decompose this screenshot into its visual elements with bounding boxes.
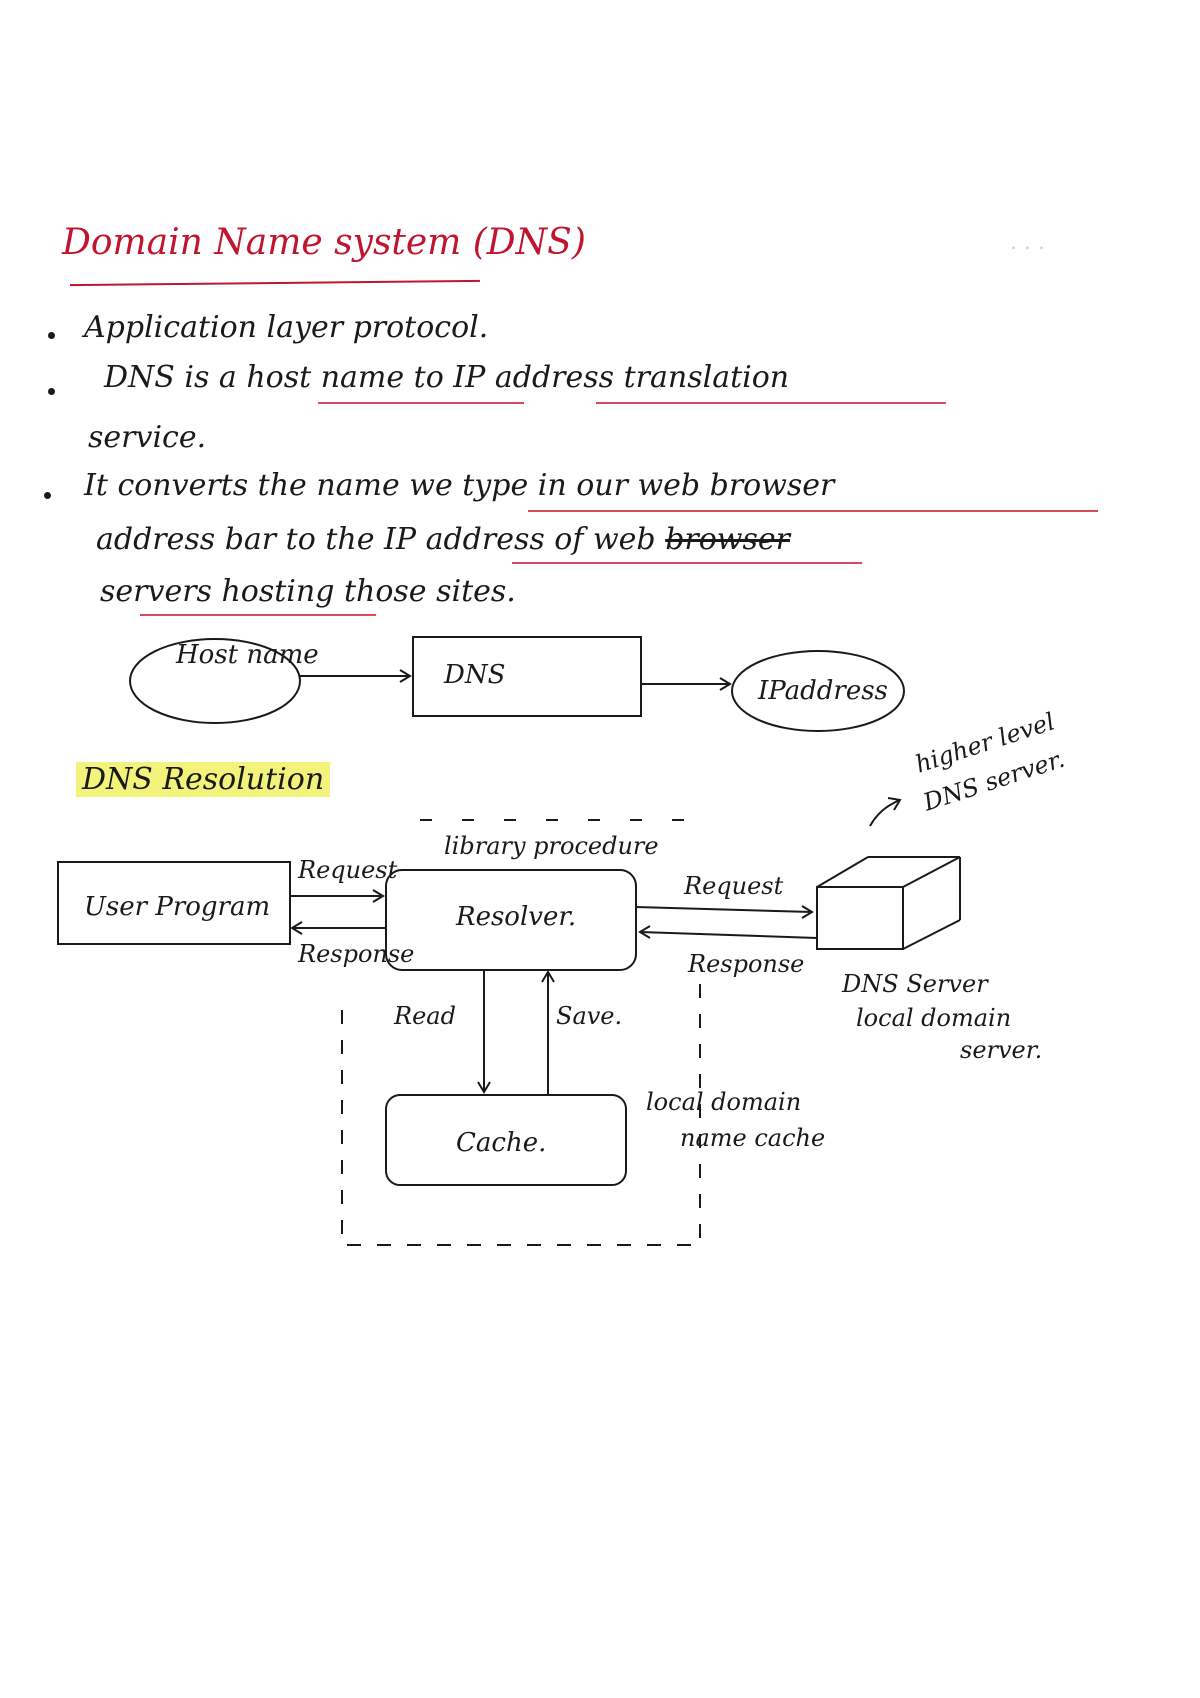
host-name-ellipse bbox=[129, 638, 301, 724]
ip-address-ellipse bbox=[731, 650, 905, 732]
underline-web-browser bbox=[528, 510, 1098, 512]
dns-server-label-2: local domain bbox=[856, 1004, 1012, 1032]
request-label-left: Request bbox=[298, 856, 398, 884]
ip-address-label: IPaddress bbox=[758, 676, 888, 706]
local-cache-label-2: name cache bbox=[680, 1124, 826, 1152]
bullet-2-line-2: service. bbox=[88, 420, 207, 455]
dns-box bbox=[412, 636, 642, 717]
library-procedure-label: library procedure bbox=[444, 832, 659, 860]
bullet-dot bbox=[48, 332, 55, 339]
dns-server-cube bbox=[816, 856, 961, 950]
struck-word: browser bbox=[665, 522, 790, 557]
dns-resolution-highlight: DNS Resolution bbox=[76, 762, 331, 797]
bullet-2-line-1: DNS is a host name to IP address transla… bbox=[104, 360, 790, 395]
resolver-label: Resolver. bbox=[456, 902, 577, 932]
resolver-box bbox=[385, 869, 637, 971]
dns-resolution-heading: DNS Resolution bbox=[76, 762, 331, 797]
response-label-left: Response bbox=[298, 940, 415, 968]
host-name-text: Host name bbox=[176, 640, 319, 670]
host-name-label: Host name bbox=[176, 640, 319, 670]
bleed-through-text: . . . bbox=[1010, 230, 1045, 255]
underline-servers-hosting bbox=[140, 614, 376, 616]
bullet-3-line-2: address bar to the IP address of web bro… bbox=[96, 522, 790, 557]
bullet-3-line-3: servers hosting those sites. bbox=[100, 574, 516, 609]
cache-label: Cache. bbox=[456, 1128, 547, 1158]
local-cache-label-1: local domain bbox=[646, 1088, 802, 1116]
bullet-dot bbox=[48, 388, 55, 395]
bullet-1-text: Application layer protocol. bbox=[84, 310, 489, 345]
response-label-right: Response bbox=[688, 950, 805, 978]
bullet-3-line-2-text: address bar to the IP address of web bbox=[96, 522, 656, 557]
page-title: Domain Name system (DNS) bbox=[62, 222, 586, 263]
library-boundary bbox=[341, 975, 701, 1246]
bullet-dot bbox=[44, 492, 51, 499]
request-label-right: Request bbox=[684, 872, 784, 900]
underline-host-name bbox=[318, 402, 524, 404]
read-label: Read bbox=[394, 1002, 456, 1030]
underline-ip-address bbox=[512, 562, 862, 564]
user-program-box bbox=[57, 861, 291, 945]
dns-label: DNS bbox=[444, 660, 506, 690]
dns-server-label-1: DNS Server bbox=[842, 970, 988, 998]
dns-server-label-3: server. bbox=[960, 1036, 1043, 1064]
bullet-3-line-1: It converts the name we type in our web … bbox=[84, 468, 835, 503]
cache-box bbox=[385, 1094, 627, 1186]
user-program-label: User Program bbox=[84, 892, 271, 922]
save-label: Save. bbox=[556, 1002, 623, 1030]
underline-translation bbox=[596, 402, 946, 404]
